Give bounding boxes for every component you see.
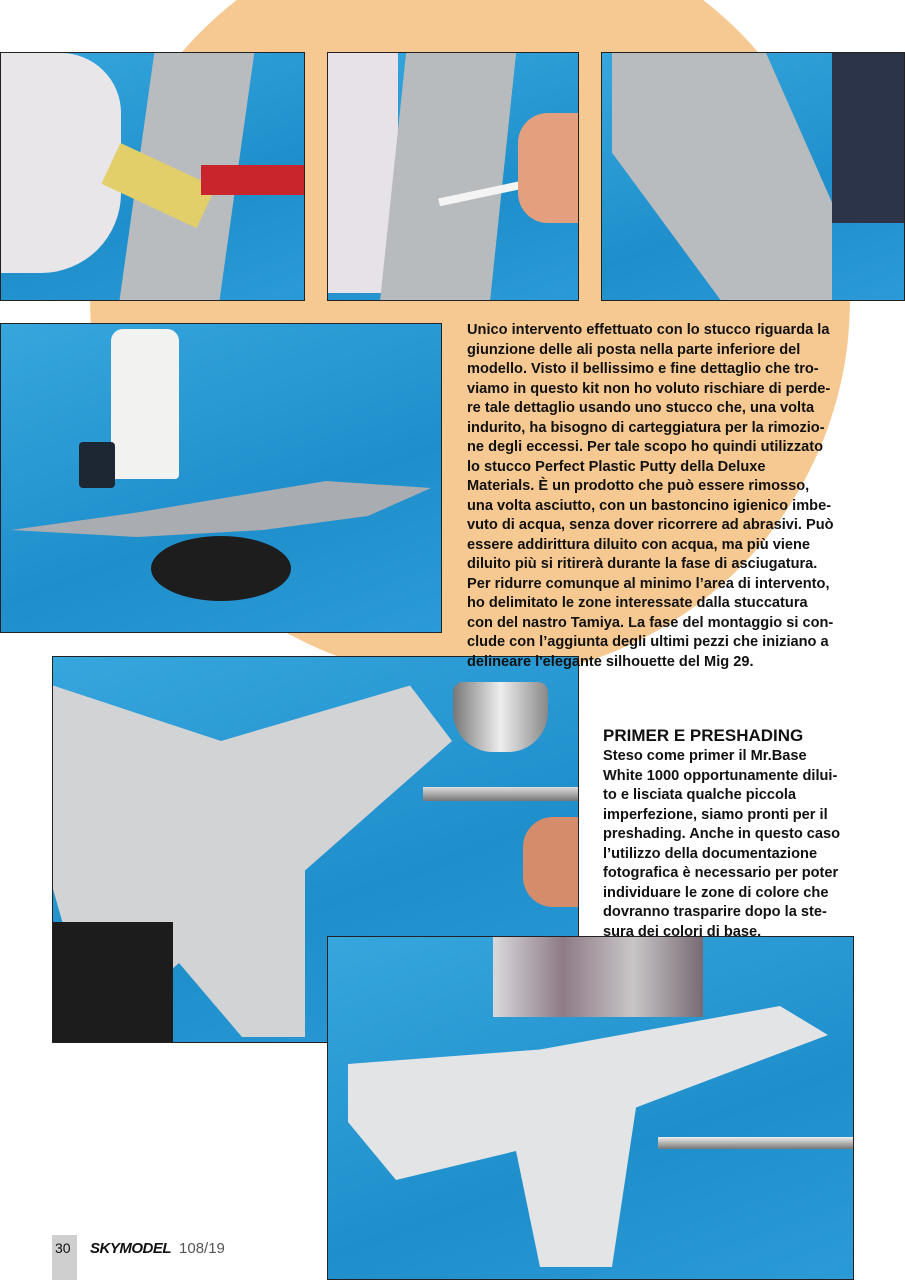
text-line: ne degli eccessi. Per tale scopo ho quin…	[467, 439, 824, 455]
stand-shape	[151, 536, 291, 601]
photo-model-preshaded-with-paints	[327, 936, 854, 1280]
photo-model-on-stand-with-cleaner	[0, 323, 442, 633]
text-line: vuto di acqua, senza dover ricorrere ad …	[467, 517, 834, 533]
text-line: White 1000 opportunamente dilui-	[603, 767, 838, 784]
magazine-logo: SKYMODEL	[90, 1240, 172, 1257]
text-line: essere addirittura diluito con acqua, ma…	[467, 536, 811, 553]
photo-wing-finished-joint	[601, 52, 905, 301]
issue-number: 108/19	[179, 1240, 225, 1257]
text-line: re tale dettaglio usando uno stucco che,…	[467, 400, 815, 416]
article-paragraph-putty: Unico intervento effettuato con lo stucc…	[467, 321, 834, 672]
text-line: una volta asciutto, con un bastoncino ig…	[467, 497, 832, 514]
glove-shape	[1, 53, 121, 273]
text-line: indurito, ha bisogno di carteggiatura pe…	[467, 419, 825, 436]
photo-wing-cotton-swab	[327, 52, 579, 301]
page-footer: 30 SKYMODEL 108/19	[55, 1240, 225, 1257]
aircraft-shape	[348, 1006, 828, 1267]
text-line: Steso come primer il Mr.Base	[603, 748, 807, 764]
article-section-primer: PRIMER E PRESHADING Steso come primer il…	[603, 725, 840, 942]
wing-shape	[379, 53, 517, 300]
photo-wing-taped-putty	[0, 52, 305, 301]
text-line: giunzione delle ali posta nella parte in…	[467, 341, 801, 358]
section-title: PRIMER E PRESHADING	[603, 726, 804, 745]
tool-shape	[201, 165, 304, 195]
text-line: clude con l’aggiunta degli ultimi pezzi …	[467, 634, 829, 650]
text-line: Per ridurre comunque al minimo l’area di…	[467, 575, 830, 592]
page-number: 30	[55, 1240, 71, 1256]
text-line: Unico intervento effettuato con lo stucc…	[467, 322, 830, 338]
sleeve-shape	[53, 922, 173, 1042]
finger-shape	[518, 113, 578, 223]
aircraft-shape	[11, 481, 431, 537]
airbrush-shape	[658, 1137, 853, 1149]
text-line: modello. Visto il bellissimo e fine dett…	[467, 361, 819, 377]
text-line: fotografica è necessario per poter	[603, 865, 839, 881]
text-line: con del nastro Tamiya. La fase del monta…	[467, 614, 834, 631]
text-line: individuare le zone di colore che	[603, 884, 829, 901]
text-line: ho delimitato le zone interessate dalla …	[467, 595, 808, 611]
text-line: sura dei colori di base.	[603, 923, 762, 940]
text-line: delineare l'elegante silhouette del Mig …	[467, 653, 754, 670]
wing-shape	[612, 53, 832, 300]
text-line: preshading. Anche in questo caso	[603, 826, 841, 842]
text-line: Materials. È un prodotto che può essere …	[467, 478, 810, 494]
airbrush-cup-shape	[453, 682, 548, 752]
text-line: viamo in questo kit non ho voluto rischi…	[467, 380, 831, 397]
hand-shape	[523, 817, 578, 907]
paint-bottles-shape	[493, 937, 703, 1017]
text-line: dovranno trasparire dopo la ste-	[603, 904, 827, 920]
airbrush-body-shape	[423, 787, 578, 801]
bottle-shape	[832, 53, 904, 223]
jar-shape	[79, 442, 115, 488]
text-line: imperfezione, siamo pronti per il	[603, 806, 828, 823]
text-line: to e lisciata qualche piccola	[603, 787, 797, 803]
text-line: diluito più si ritirerà durante la fase …	[467, 556, 818, 572]
cleaner-bottle-shape	[111, 329, 179, 479]
text-line: lo stucco Perfect Plastic Putty della De…	[467, 458, 766, 475]
page-number-box	[52, 1235, 77, 1280]
text-line: l’utilizzo della documentazione	[603, 845, 818, 862]
